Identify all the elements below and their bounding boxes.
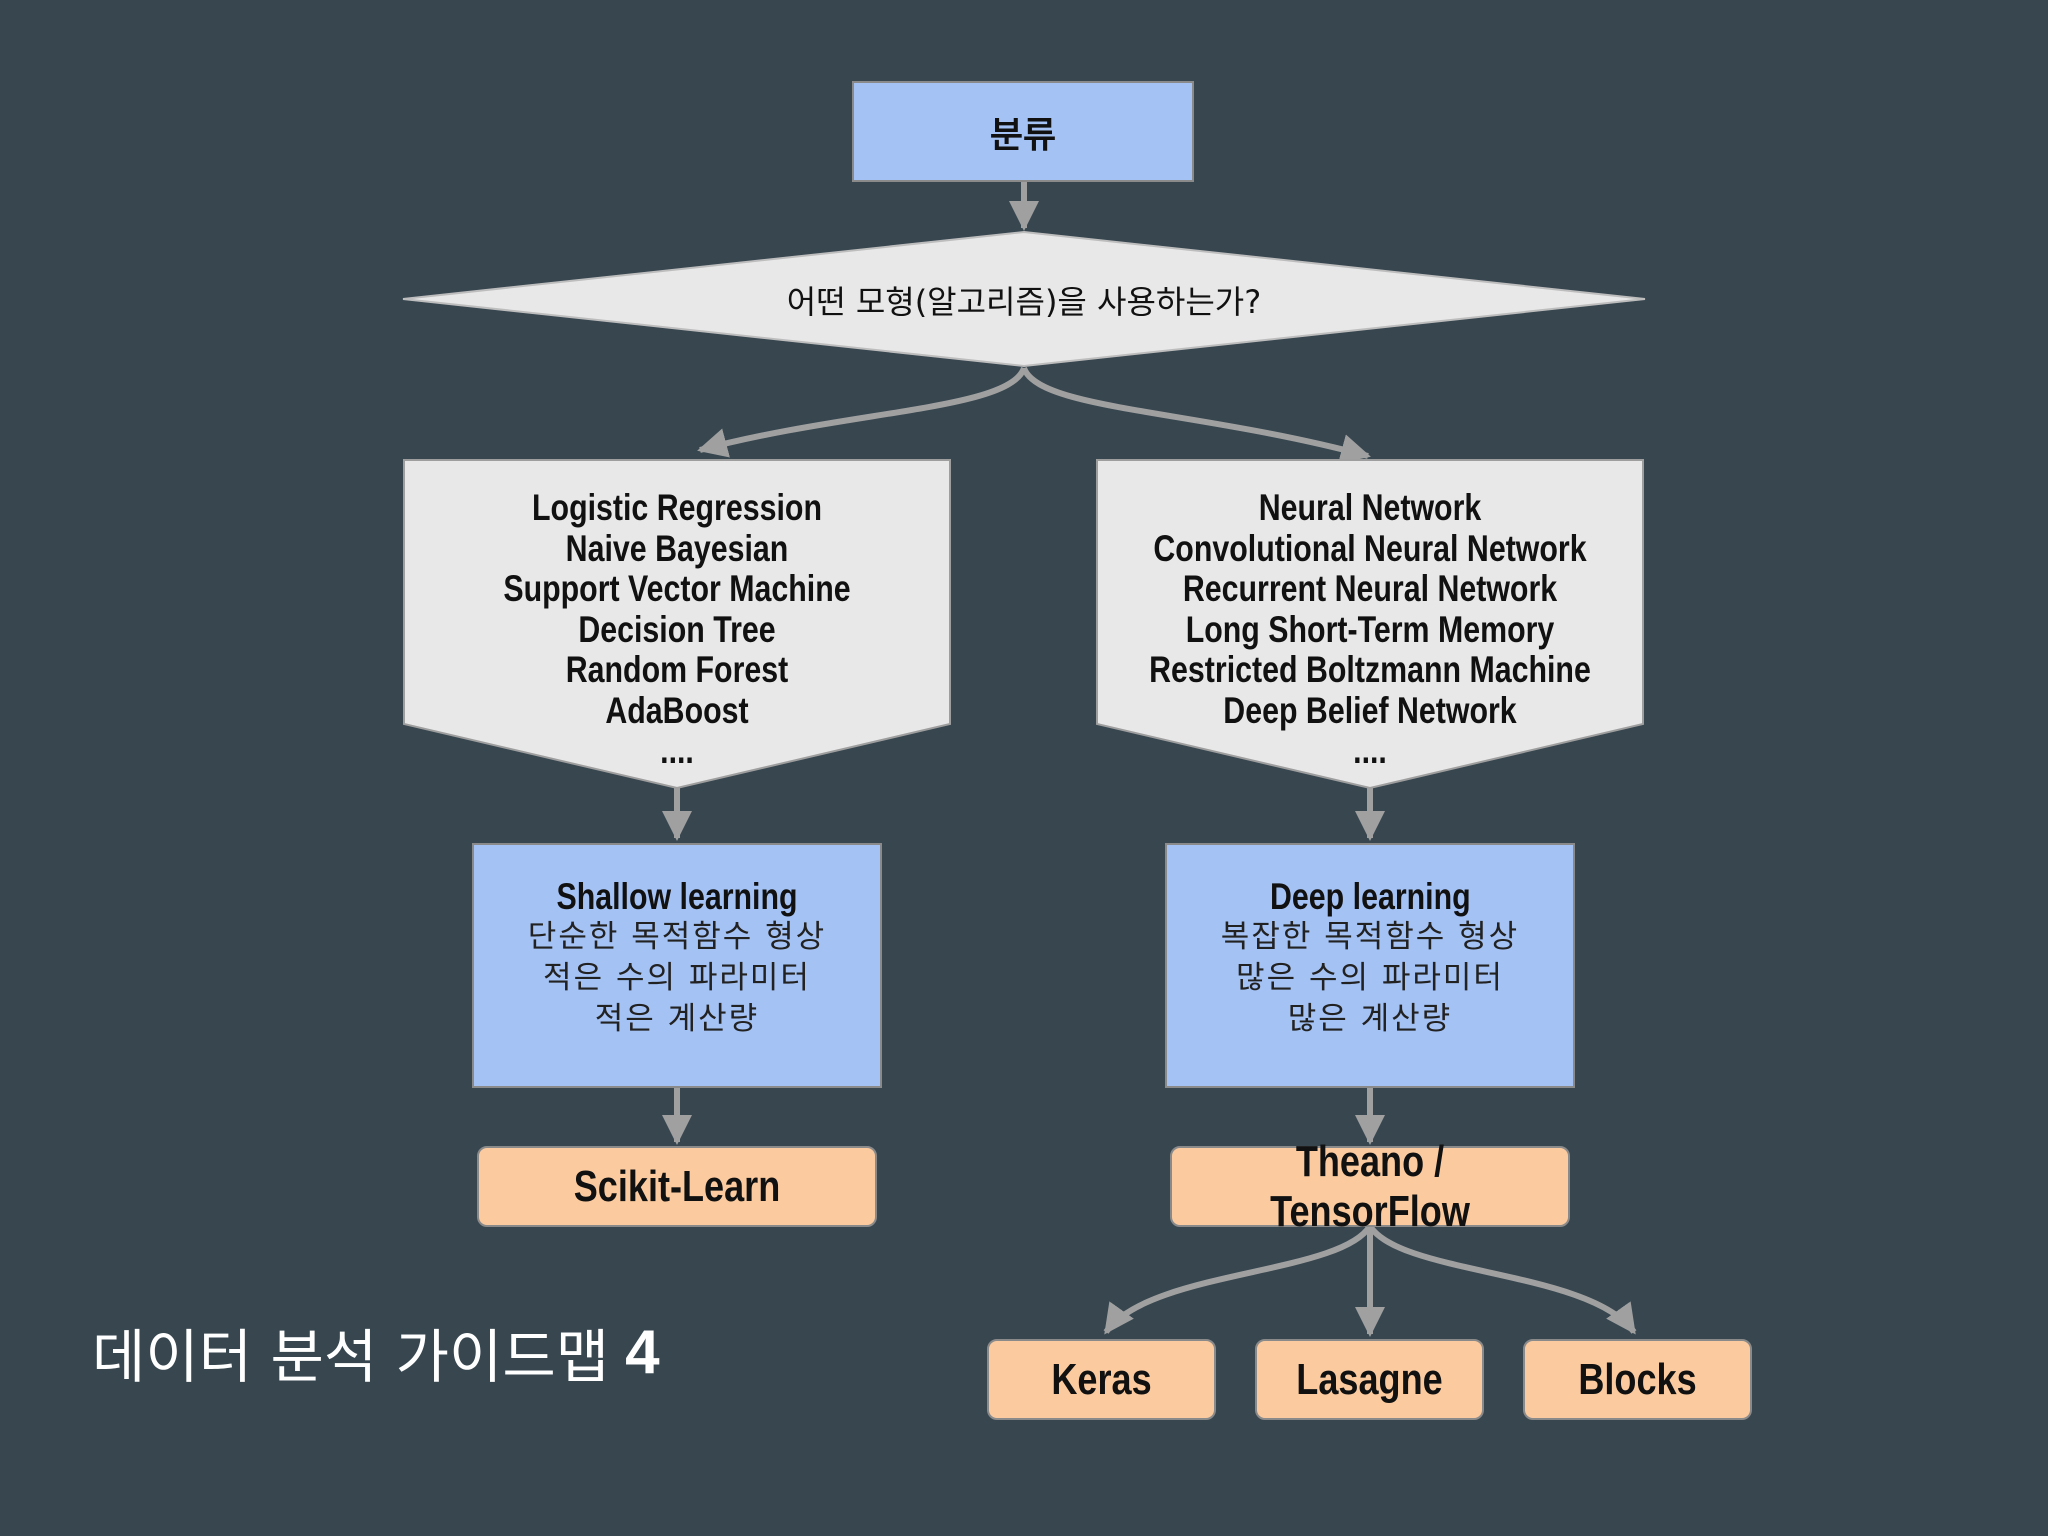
slide-title: 데이터 분석 가이드맵 4: [92, 1312, 660, 1392]
theano-box: [1170, 1146, 1570, 1227]
deep-box: [1165, 843, 1575, 1088]
slide-title-text: 데이터 분석 가이드맵: [92, 1323, 610, 1391]
lasagne-box: [1255, 1339, 1484, 1420]
arrow-decision-to-right: [1021, 366, 1371, 464]
arrow-theano-to-blocks: [1367, 1224, 1637, 1335]
top-box: [852, 81, 1194, 182]
blocks-box: [1523, 1339, 1752, 1420]
shallow-box: [472, 843, 882, 1088]
right-models-box: [1096, 459, 1644, 790]
decision-diamond: [402, 230, 1646, 368]
arrow-theano-to-keras: [1103, 1224, 1373, 1335]
connectors: [662, 180, 1637, 1337]
scikit-box: [477, 1146, 877, 1227]
slide-title-number: 4: [625, 1317, 660, 1387]
keras-box: [987, 1339, 1216, 1420]
arrow-decision-to-left: [697, 366, 1027, 458]
left-models-box: [403, 459, 951, 790]
